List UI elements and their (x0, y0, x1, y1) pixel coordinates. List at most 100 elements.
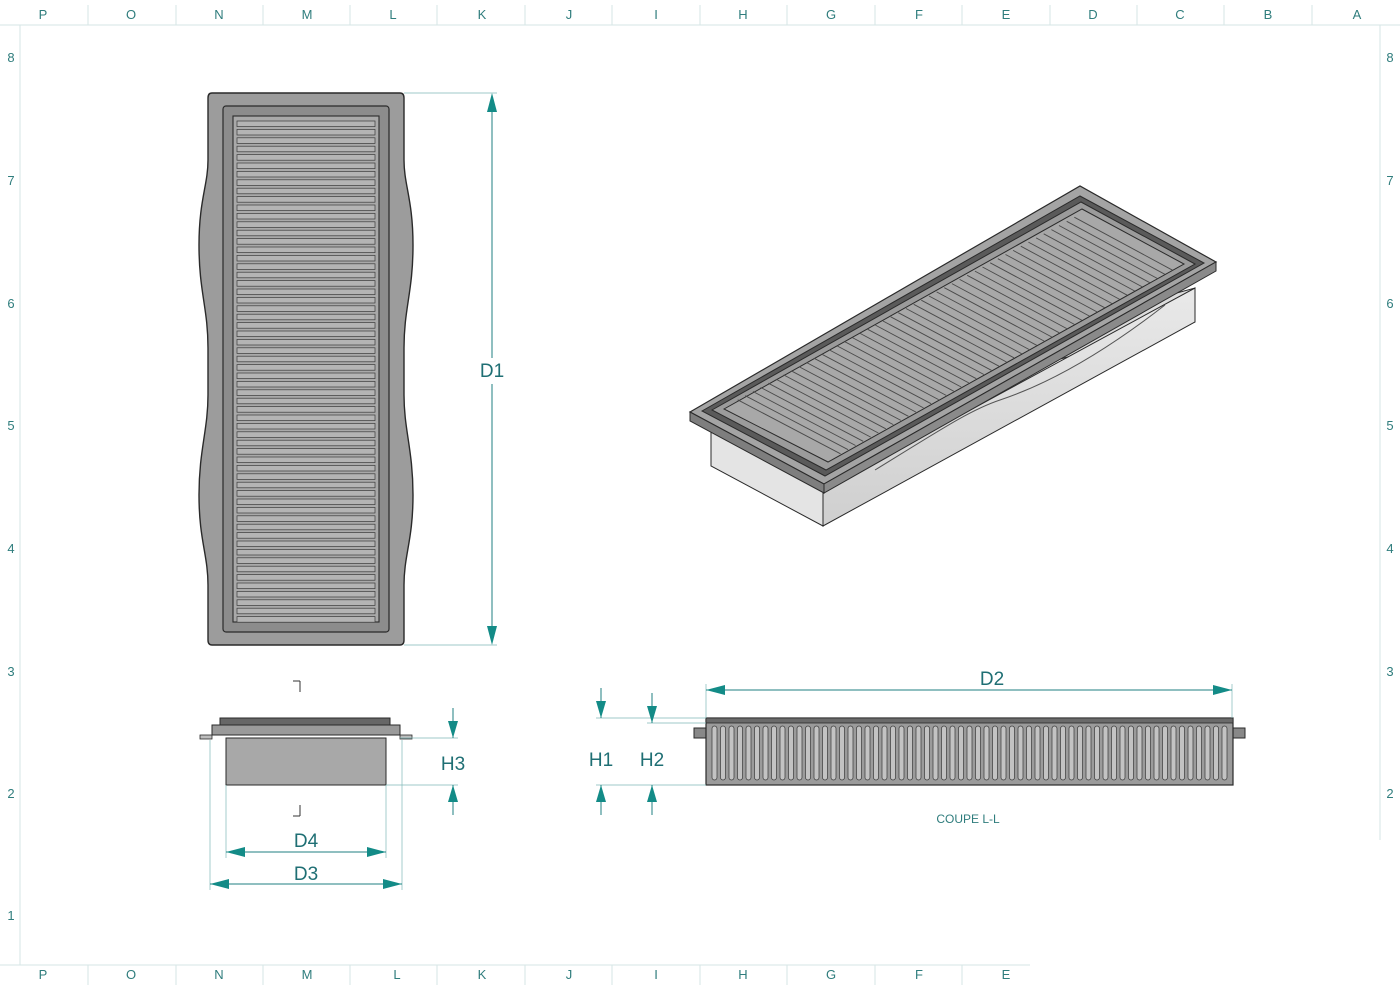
row-label-right: 7 (1386, 173, 1393, 188)
section-bar (1000, 725, 1007, 781)
section-bar (779, 725, 786, 781)
section-bar (966, 725, 973, 781)
dimension-label-h1: H1 (589, 750, 613, 771)
grate-slat (944, 287, 1045, 342)
isometric-grate-slats (737, 216, 1173, 455)
arrow-down-icon (448, 721, 458, 738)
arrow-left-icon (706, 685, 725, 695)
row-labels-left: 8 7 6 5 4 3 2 1 (7, 50, 14, 923)
grate-slat (890, 316, 992, 371)
col-label-top: G (826, 7, 836, 22)
section-bar (754, 725, 760, 781)
grate-slat (236, 616, 376, 623)
grate-slat (852, 337, 954, 392)
grate-slat (236, 490, 376, 497)
section-bar (1213, 725, 1219, 781)
grate-slat (752, 391, 856, 446)
section-bar (745, 725, 752, 781)
row-label-left: 1 (7, 908, 14, 923)
section-bar (949, 725, 956, 781)
grate-slat (1020, 245, 1120, 300)
grate-slat (236, 280, 376, 287)
col-label-bottom: K (478, 967, 487, 982)
grate-slat (867, 328, 970, 384)
grate-slat (236, 372, 376, 379)
grate-slat (875, 324, 977, 380)
grate-slat (913, 303, 1015, 359)
section-bar (941, 725, 947, 781)
grate-slat (997, 258, 1098, 313)
section-bar (1162, 725, 1168, 781)
col-label-bottom: L (393, 967, 400, 982)
grate-slat (813, 357, 917, 413)
section-bar (1085, 725, 1092, 781)
grate-slat (236, 448, 376, 455)
grate-slat (236, 465, 376, 472)
grate-slat (236, 213, 376, 220)
grate-slat (836, 345, 939, 400)
dimension-label-d1: D1 (480, 361, 504, 382)
arrow-down-icon (487, 626, 497, 645)
col-label-bottom: O (126, 967, 136, 982)
grate-slat (236, 381, 376, 388)
col-label-top: D (1088, 7, 1097, 22)
section-bar (975, 725, 981, 781)
dimension-label-d3: D3 (294, 864, 318, 885)
section-bar (1009, 725, 1015, 781)
col-label-bottom: J (566, 967, 573, 982)
section-bar (1119, 725, 1126, 781)
grate-slat (236, 137, 376, 144)
grate-slat (737, 399, 841, 455)
dimension-label-d4: D4 (294, 831, 319, 852)
grate-slat (236, 439, 376, 447)
grate-slat (236, 145, 376, 153)
col-label-top: A (1353, 7, 1362, 22)
grate-slat (236, 549, 376, 556)
grate-slat (236, 431, 376, 438)
section-bar (856, 725, 862, 781)
grate-slat (236, 238, 376, 245)
section-bar (898, 725, 905, 781)
grate-slat (236, 599, 376, 606)
arrow-right-icon (383, 879, 402, 889)
col-label-top: L (389, 7, 396, 22)
section-bar (1153, 725, 1160, 781)
grate-slat (790, 370, 894, 425)
section-bar (1221, 725, 1228, 781)
grate-slat (928, 295, 1030, 350)
row-label-right: 2 (1386, 786, 1393, 801)
grate-slat (236, 540, 376, 547)
section-bar (932, 725, 939, 781)
dimension-d1: D1 (404, 92, 510, 646)
arrow-up-icon (487, 93, 497, 112)
section-bar (771, 725, 777, 781)
isometric-view (688, 185, 1218, 527)
grate-slat (844, 341, 947, 396)
section-bar (992, 725, 998, 781)
col-label-bottom: H (738, 967, 747, 982)
arrow-left-icon (226, 847, 245, 857)
section-bar (1136, 725, 1143, 781)
end-view-body (225, 737, 387, 786)
end-view (199, 680, 413, 817)
grate-slat (768, 382, 871, 438)
section-bar (924, 725, 930, 781)
section-bar (1187, 725, 1194, 781)
section-bar (847, 725, 854, 781)
grate-slat (966, 274, 1068, 329)
grate-slat (236, 271, 376, 279)
section-bar (839, 725, 845, 781)
section-bar (805, 725, 811, 781)
row-label-right: 3 (1386, 664, 1393, 679)
col-label-top: C (1175, 7, 1184, 22)
section-bar (873, 725, 879, 781)
grate-slat (236, 498, 376, 505)
arrow-up-icon (596, 785, 606, 802)
grate-slat (236, 204, 376, 211)
grate-slat (236, 339, 376, 346)
row-labels-right: 8 7 6 5 4 3 2 (1386, 50, 1393, 801)
grate-slat (989, 262, 1090, 317)
grate-slat (236, 414, 376, 421)
grate-slat (806, 362, 909, 417)
